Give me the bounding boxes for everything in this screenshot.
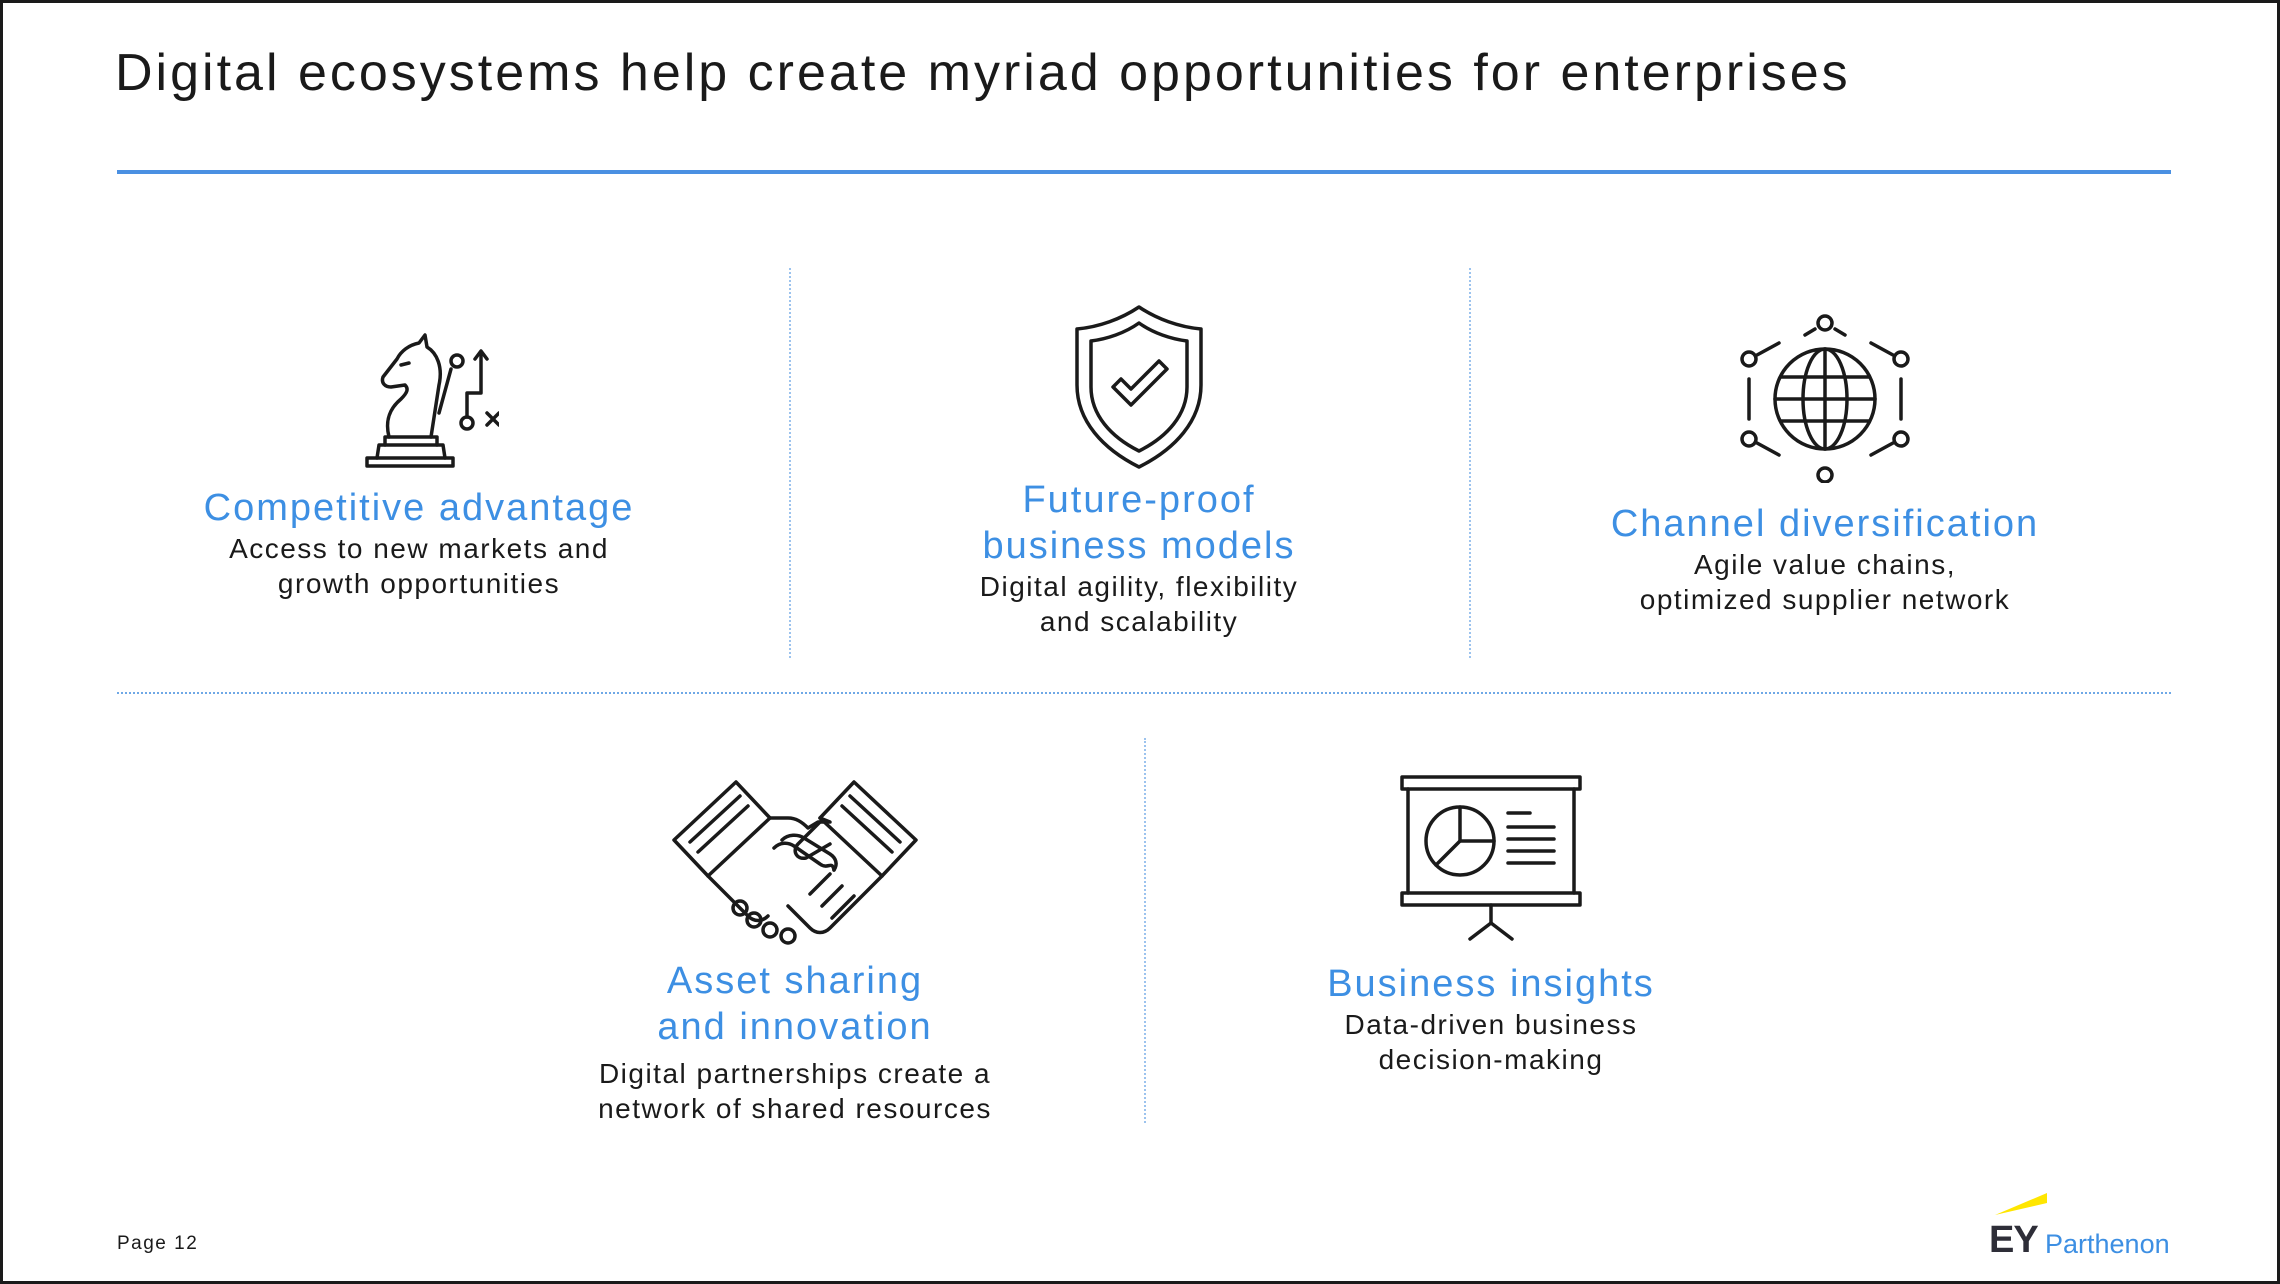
- logo-sub-brand: Parthenon: [2045, 1229, 2170, 1259]
- card-description: Agile value chains, optimized supplier n…: [1639, 549, 2011, 615]
- card-title: Competitive advantage: [203, 487, 635, 529]
- card-future-proof: Future-proof business models Digital agi…: [879, 303, 1399, 639]
- card-asset-sharing: Asset sharing and innovation Digital par…: [535, 778, 1055, 1126]
- card-description: Access to new markets and growth opportu…: [229, 533, 609, 599]
- column-divider: [789, 268, 791, 658]
- card-title: Channel diversification: [1610, 503, 2040, 545]
- handshake-icon: [670, 778, 920, 948]
- ey-beam-icon: [1995, 1193, 2047, 1215]
- card-title: Future-proof business models: [982, 479, 1296, 567]
- row-divider: [117, 692, 2171, 694]
- card-title: Asset sharing and innovation: [657, 960, 933, 1048]
- presentation-board-icon: [1398, 773, 1584, 943]
- card-channel-diversification: Channel diversification Agile value chai…: [1565, 313, 2085, 617]
- card-title: Business insights: [1327, 963, 1655, 1005]
- card-description: Data-driven business decision-making: [1344, 1009, 1638, 1075]
- globe-network-icon: [1735, 313, 1915, 483]
- page-title: Digital ecosystems help create myriad op…: [115, 44, 1851, 102]
- shield-check-icon: [1069, 303, 1209, 473]
- logo-brand: EY: [1989, 1219, 2039, 1261]
- page-number: Page 12: [117, 1233, 199, 1254]
- column-divider: [1144, 738, 1146, 1123]
- column-divider: [1469, 268, 1471, 658]
- card-competitive-advantage: Competitive advantage Access to new mark…: [159, 313, 679, 601]
- card-business-insights: Business insights Data-driven business d…: [1231, 773, 1751, 1077]
- title-divider: [117, 170, 2171, 174]
- card-description: Digital agility, flexibility and scalabi…: [979, 571, 1299, 637]
- chess-knight-strategy-icon: [339, 313, 499, 473]
- ey-parthenon-logo: EY Parthenon: [1989, 1193, 2179, 1259]
- card-description: Digital partnerships create a network of…: [598, 1058, 992, 1124]
